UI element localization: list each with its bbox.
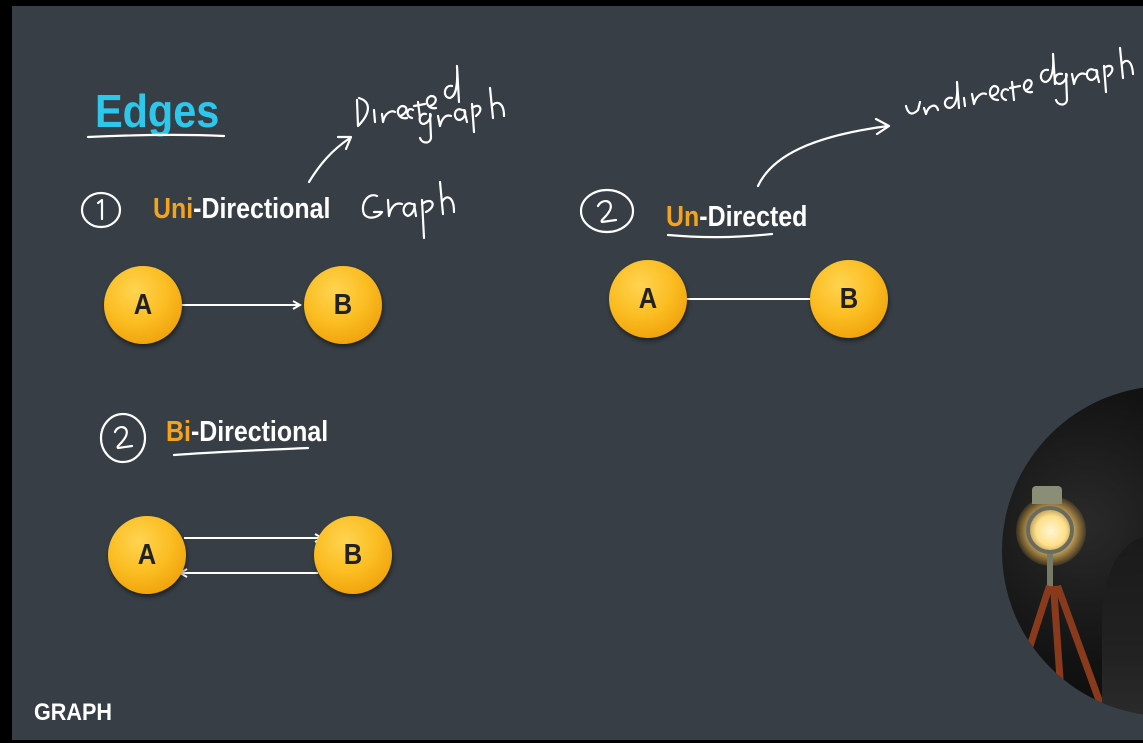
heading-bi-directional-accent: Bi: [166, 416, 191, 448]
heading-un-directed-accent: Un: [666, 201, 700, 233]
node-a-bi-directional: A: [108, 516, 186, 594]
heading-uni-directional: Uni-Directional: [153, 193, 330, 226]
heading-un-directed: Un-Directed: [666, 201, 807, 234]
node-a-uni-directional: A: [104, 266, 182, 344]
node-a-un-directed: A: [609, 260, 687, 338]
heading-un-directed-rest: -Directed: [699, 201, 808, 233]
heading-bi-directional: Bi-Directional: [166, 416, 328, 449]
node-label: B: [343, 539, 363, 571]
heading-uni-directional-accent: Uni: [153, 193, 194, 225]
heading-bi-directional-rest: -Directional: [190, 416, 329, 448]
node-b-un-directed: B: [810, 260, 888, 338]
node-label: A: [137, 539, 157, 571]
presenter-silhouette: [1102, 536, 1143, 716]
node-label: A: [133, 289, 153, 321]
node-b-uni-directional: B: [304, 266, 382, 344]
node-label: A: [638, 283, 658, 315]
studio-lamp-head: [1032, 486, 1062, 504]
studio-lamp-ring: [1026, 506, 1074, 554]
node-b-bi-directional: B: [314, 516, 392, 594]
heading-uni-directional-rest: -Directional: [193, 193, 331, 225]
graph-edges: [12, 298, 812, 740]
node-label: B: [839, 283, 859, 315]
slide-footer: GRAPH: [34, 699, 113, 726]
tripod-pole: [1047, 554, 1053, 594]
lecture-slide: Edges Uni-Directional Un-Directed Bi-Dir…: [12, 6, 1143, 740]
node-label: B: [333, 289, 353, 321]
slide-title: Edges: [95, 85, 220, 137]
webcam-overlay: [1002, 386, 1143, 716]
